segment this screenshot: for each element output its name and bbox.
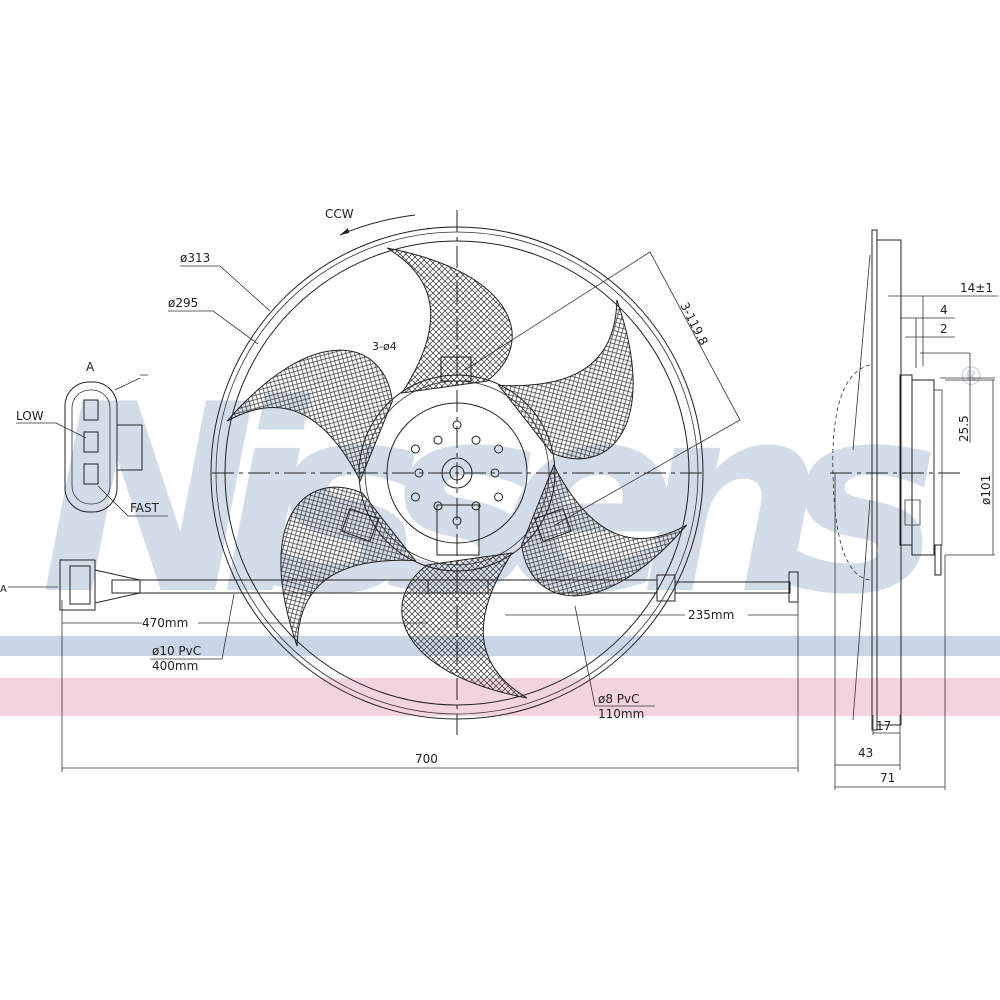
dim-101-line [945,379,995,556]
fan-side-view [830,229,960,731]
low-label: LOW [16,409,44,423]
fan-blade [401,552,528,699]
cable-right-spec: ø8 PvC [598,692,640,706]
rotation-arrowhead [340,228,349,235]
motor-diameter-label: ø101 [979,475,993,505]
fan-blade [521,464,688,597]
vent-hole [471,501,481,511]
vent-hole [410,492,420,502]
vent-hole [494,492,504,502]
dim-14-line [888,295,998,366]
connector-pin-1 [83,399,99,421]
fan-front-view [210,210,705,735]
mount-tab-left [341,507,379,543]
mount-tab-right [534,507,572,543]
fan-blade [497,299,634,460]
vent-hole [433,501,443,511]
cable-left-spec: ø10 PvC [152,644,201,658]
dim-14-label: 14±1 [960,281,993,295]
fan-blade [386,247,513,394]
fan-blade [226,349,393,482]
cable-end-plug [788,571,799,603]
connector-pin-2 [83,431,99,453]
cable-right-leader [574,605,655,707]
fan-blade [280,486,417,647]
inner-diameter-leader [168,310,259,345]
cable-left-length: 400mm [152,659,198,673]
dim-25-5-line [920,352,995,443]
dim-2-label: 2 [940,322,948,336]
outer-diameter-leader [180,265,271,312]
vent-hole [471,435,481,445]
rotation-label: CCW [325,207,354,221]
section-marker: A [0,584,7,595]
dim-43-line [834,473,901,790]
connector-body [64,381,118,513]
side-dimensions: 14±1 4 2 25.5 ø101 17 43 71 [834,281,998,790]
cable-right-length: 110mm [598,707,644,721]
harness-connector [59,559,141,611]
wiring-harness [59,559,799,611]
shroud-flange [871,229,878,731]
cable-left-leader [150,593,235,660]
dim-4-line [900,317,955,368]
outer-diameter-label: ø313 [180,251,210,265]
dim-71-line [835,555,946,790]
fast-leader [97,485,168,517]
motor-connector [934,544,942,576]
mount-tab-top [440,356,472,382]
registered-mark: ® [958,362,984,392]
cable-length-right: 235mm [688,608,734,622]
shroud-body [877,239,902,726]
cable-right [674,581,791,594]
connector-leader [114,374,148,391]
dim-700-line [61,600,799,772]
blade-sweep-outline [832,364,871,581]
overall-width-label: 700 [415,752,438,766]
blade-profile [852,254,871,721]
vent-hole [410,444,420,454]
dim-71-label: 71 [880,771,895,785]
connector-inner [71,389,111,505]
watermark-band-blue [0,636,1000,656]
cable-grommet [427,579,489,594]
low-leader [16,422,87,439]
motor-terminal [904,499,921,526]
watermark-logo: Nissens [40,350,940,652]
connector-latch [117,424,143,471]
bolt-circle-label: 3-119.8 [677,300,711,348]
inner-diameter-label: ø295 [168,296,198,310]
mount-holes-label: 3-ø4 [372,340,397,353]
connector-view-label: A [86,360,95,374]
fast-label: FAST [130,501,160,515]
dim-25-5-label: 25.5 [957,415,971,442]
dim-4-label: 4 [940,303,948,317]
connector-detail-a: A LOW FAST [16,360,168,517]
watermark: Nissens ® [0,350,1000,716]
connector-pin-3 [83,463,99,485]
dim-17-line [872,715,901,735]
bolt-circle-dimension [464,251,741,526]
fan-blades [226,247,688,699]
vent-hole [433,435,443,445]
dim-43-label: 43 [858,746,873,760]
cable-length-left: 470mm [142,616,188,630]
vent-hole [494,444,504,454]
dim-17-label: 17 [876,719,891,733]
motor-connector-block [436,504,480,556]
